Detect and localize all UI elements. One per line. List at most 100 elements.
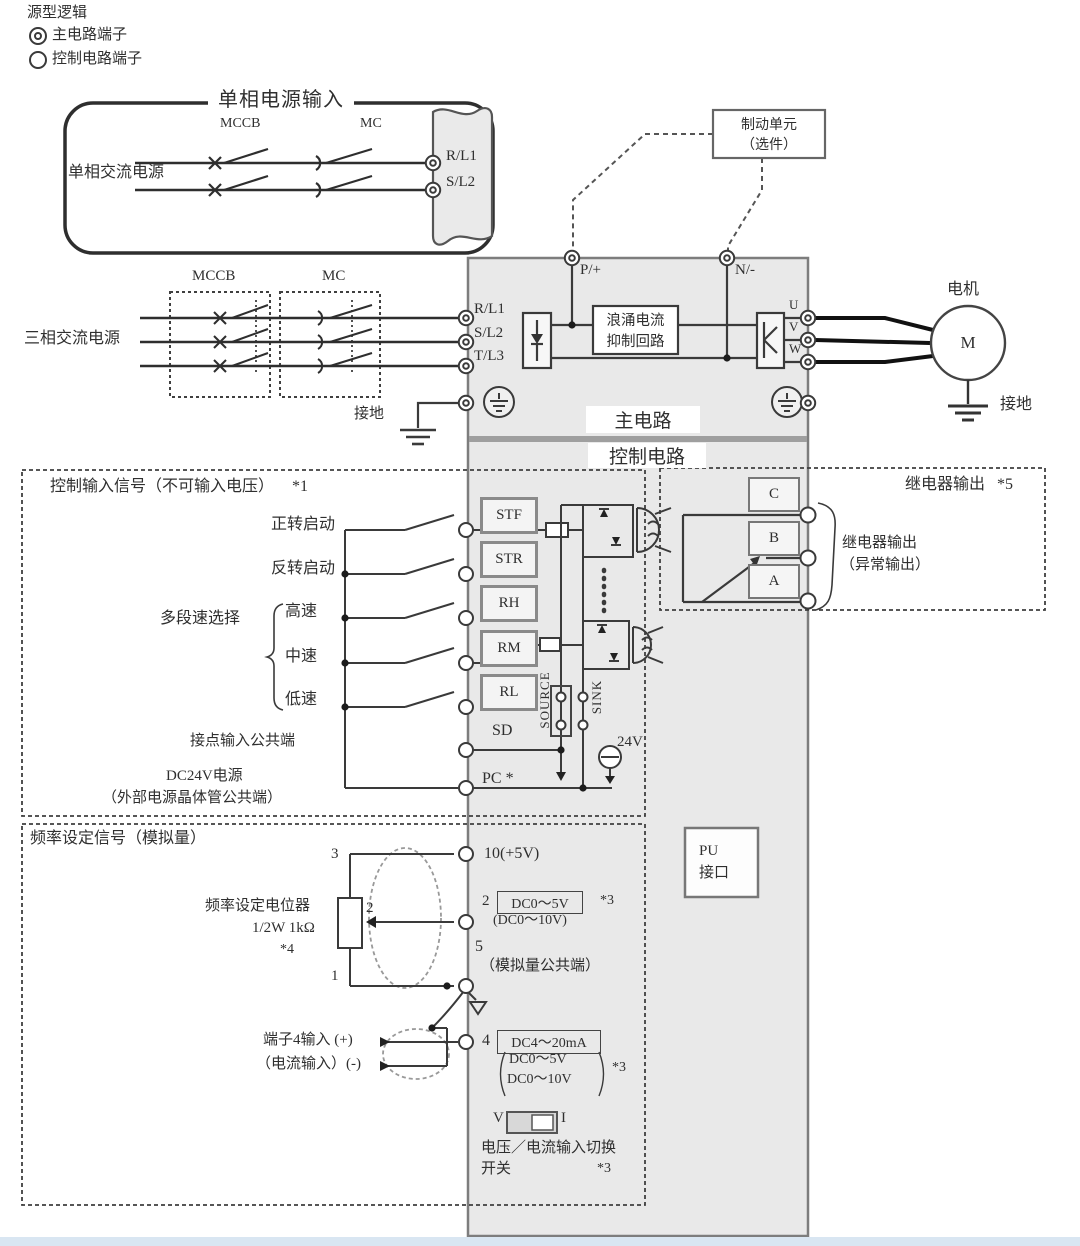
forward-start-label: 正转启动 [270,516,335,533]
terminal-r-l1: R/L1 [474,301,505,317]
brake-unit-line1: 制动单元 [741,118,797,133]
control-input-title: 控制输入信号（不可输入电压） *1 [50,478,308,496]
main-circuit-internals [400,265,801,446]
relay-c-text: C [768,486,779,502]
vi-switch-note: *3 [597,1161,611,1176]
control-input-title-text: 控制输入信号（不可输入电压） [50,478,275,495]
terminal-4-range-box: DC4～20mA [497,1030,601,1054]
motor-m-label: M [938,330,998,356]
legend-symbols [29,27,47,69]
legend-control-terminal-label: 控制电路端子 [52,51,143,67]
brake-unit-label: 制动单元 （选件） [713,110,825,158]
three-phase-mc-label: MC [322,268,346,284]
low-speed-label: 低速 [285,691,318,708]
dc24v-label: DC24V电源 [166,768,243,784]
pu-port-label: PU 接口 [699,840,729,884]
relay-output-wiring [681,502,836,611]
pu-line1: PU [699,843,719,859]
terminal-v: V [789,319,799,334]
vi-switch-label2: 开关 [481,1161,512,1177]
relay-title: 继电器输出 *5 [905,476,1013,494]
rm-text: RM [497,640,521,656]
terminal-sd-label: SD [492,722,513,739]
terminal-4-note: *3 [612,1060,626,1075]
relay-terminal-b: B [748,521,800,556]
terminal-4-num: 4 [482,1032,490,1049]
terminal-n-minus: N/- [735,262,755,278]
dc24v-sub-label: （外部电源晶体管公共端） [102,790,283,806]
reverse-start-label: 反转启动 [270,560,335,577]
source-label: SOURCE [537,671,552,729]
terminal-4-range: DC4～20mA [511,1036,587,1051]
terminal-box-rh: RH [480,585,538,622]
terminal-p-plus: P/+ [580,262,601,278]
pot-pin1: 1 [331,968,339,984]
terminal-pc-label: PC * [482,770,514,787]
terminal-box-rm: RM [480,630,538,667]
terminal-box-str: STR [480,541,538,578]
terminal-s-l2: S/L2 [474,325,504,341]
rl-text: RL [499,684,519,700]
terminal-10-label: 10(+5V) [484,845,540,862]
terminal-box-rl: RL [480,674,538,711]
stf-text: STF [496,507,522,523]
24v-label: 24V [617,734,643,750]
multi-speed-label: 多段速选择 [160,610,241,627]
terminal-2-range-box: DC0～5V [497,891,583,914]
bottom-accent-strip [0,1237,1080,1246]
control-circuit-label: 控制电路 [588,443,706,468]
terminal-2-note: *3 [600,893,614,908]
relay-terminal-a: A [748,564,800,599]
junction-dots [341,321,731,1032]
terminal-4-alt2: DC0～10V [507,1072,572,1087]
legend-title: 源型逻辑 [27,5,88,21]
control-circuit-text: 控制电路 [608,447,685,468]
vi-switch-label1: 电压／电流输入切换 [481,1140,617,1156]
surge-suppression-box: 浪涌电流 抑制回路 [593,306,678,354]
control-input-note: *1 [292,478,309,495]
relay-a-text: A [768,573,780,589]
relay-title-text: 继电器输出 [905,476,986,493]
high-speed-label: 高速 [285,603,318,620]
pot-note: *4 [280,942,294,957]
single-phase-source-label: 单相交流电源 [68,164,165,181]
relay-terminal-c: C [748,477,800,512]
rh-text: RH [498,595,520,611]
terminal-box-stf: STF [480,497,538,534]
pot-pin3: 3 [331,846,339,862]
three-phase-input [140,304,461,374]
single-phase-terminal-s: S/L2 [446,174,476,190]
surge-line2: 抑制回路 [606,334,665,350]
frequency-title: 频率设定信号（模拟量） [30,830,207,847]
single-phase-mccb-label: MCCB [220,116,261,131]
terminal-t-l3: T/L3 [474,348,504,364]
inverter-ground-label: 接地 [354,406,385,422]
main-terminals [424,154,817,412]
surge-line1: 浪涌电流 [606,313,665,329]
single-phase-module [63,101,495,255]
sink-label: SINK [589,679,604,715]
control-terminals [458,506,817,1050]
control-input-wiring [264,504,672,789]
pot-spec: 1/2W 1kΩ [252,920,315,936]
pot-label: 频率设定电位器 [205,898,311,914]
legend-main-terminal-label: 主电路端子 [52,27,128,43]
motor-ground-label: 接地 [1000,396,1033,413]
frequency-setting-wiring [337,826,760,1134]
contact-common-label: 接点输入公共端 [190,733,296,749]
three-phase-mccb-label: MCCB [192,268,236,284]
terminal-4-plus-label: 端子4输入 (+) [263,1032,353,1048]
earth-terminals [483,386,803,418]
brake-unit-box [711,108,827,160]
motor [814,304,1007,422]
terminal-5-num: 5 [475,938,483,955]
relay-note: *5 [997,476,1014,493]
terminal-5-label: （模拟量公共端） [480,958,601,974]
terminal-4-alt1: DC0～5V [509,1052,567,1067]
motor-m: M [960,333,976,352]
single-phase-mc-label: MC [360,116,382,131]
switch-i-label: I [561,1110,566,1126]
pu-line2: 接口 [699,865,730,881]
terminal-4-minus-label: （电流输入）(-) [256,1056,361,1072]
